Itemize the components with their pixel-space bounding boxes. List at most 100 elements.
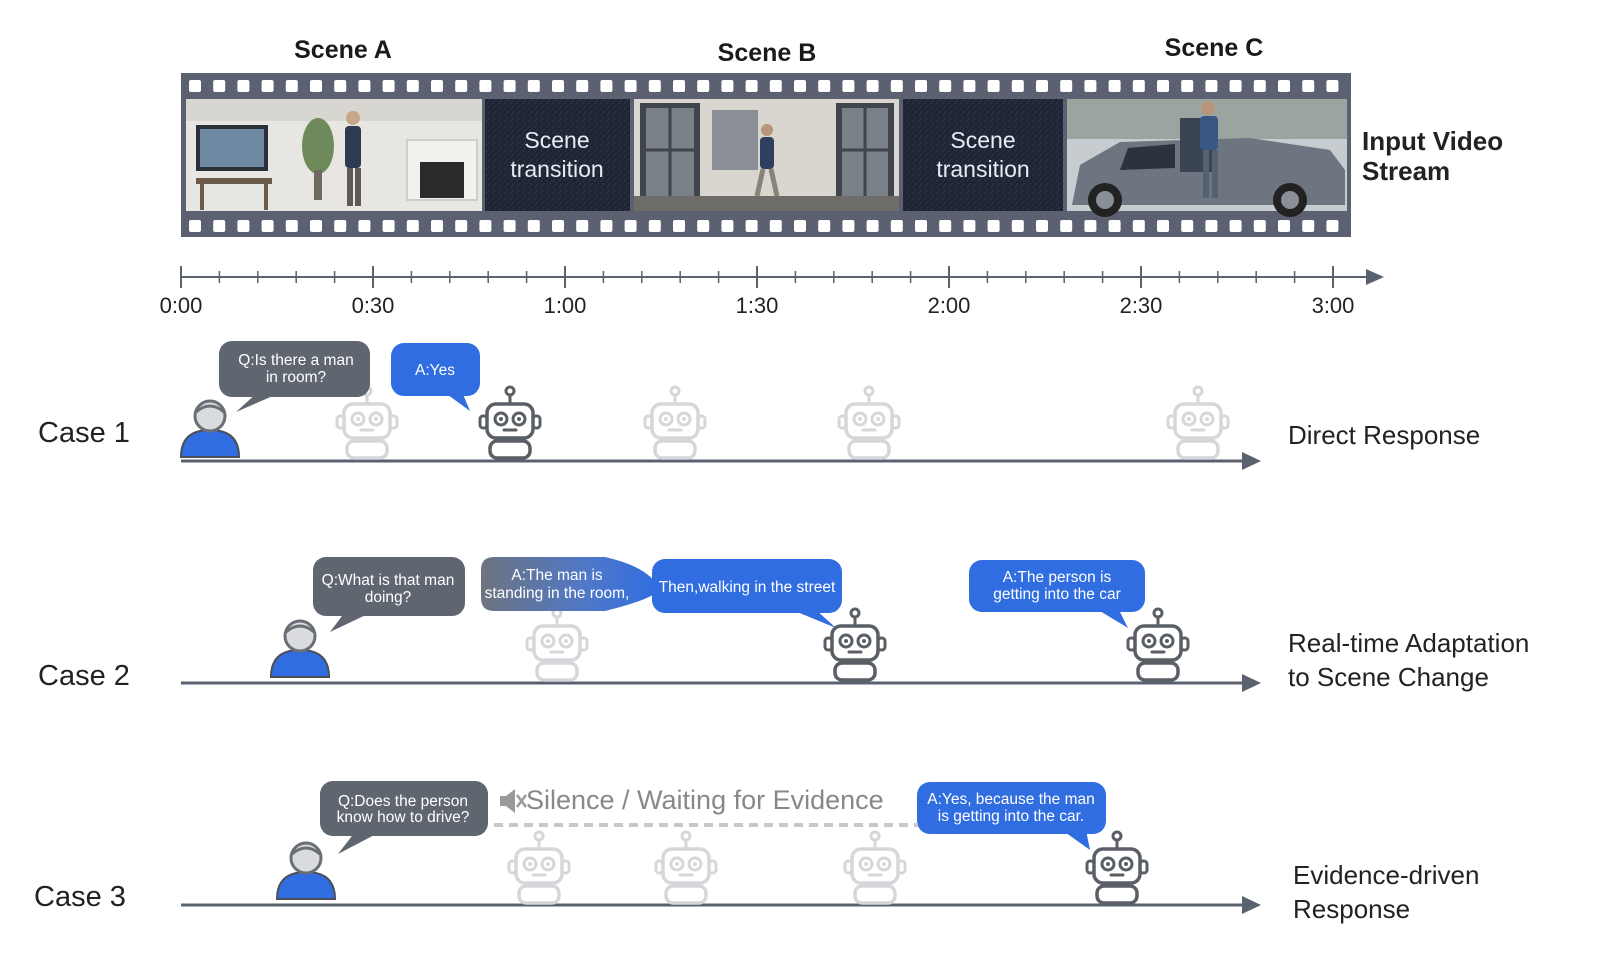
film-perforation — [237, 80, 250, 92]
film-perforation — [818, 220, 831, 232]
film-perforation — [261, 220, 274, 232]
film-perforation — [1205, 220, 1218, 232]
film-perforation — [189, 220, 201, 232]
transition-2-label-line2: transition — [936, 156, 1029, 182]
film-perforation — [842, 80, 855, 92]
film-perforation — [382, 220, 395, 232]
film-perforation — [842, 220, 855, 232]
film-perforation — [261, 80, 274, 92]
case-2-question-line2: doing? — [365, 589, 412, 606]
robot-icon — [823, 607, 887, 682]
case-1-question-bubble: Q:Is there a man in room? — [219, 341, 370, 412]
film-perforation — [794, 220, 806, 232]
film-perforation — [1229, 80, 1242, 92]
film-perforation — [769, 220, 782, 232]
film-perforation — [431, 80, 443, 92]
film-perforation — [406, 220, 419, 232]
transition-2-label-line1: Scene — [950, 127, 1015, 153]
film-perforation — [794, 80, 806, 92]
film-perforation — [576, 80, 589, 92]
transition-1-label-line2: transition — [510, 156, 603, 182]
case-2-question-bubble: Q:What is that man doing? — [313, 557, 465, 632]
scene-transition-2: Scene transition — [903, 99, 1063, 211]
case-2-question-line1: Q:What is that man — [322, 572, 455, 589]
film-perforation — [189, 80, 201, 92]
film-perforation — [987, 80, 1000, 92]
case-2-answer-3-line1: A:The person is — [1003, 569, 1112, 586]
film-perforation — [406, 80, 419, 92]
scene-b-title: Scene B — [718, 39, 817, 67]
case-3-answer-bubble: A:Yes, because the man is getting into t… — [917, 782, 1106, 850]
case-2-axis — [181, 674, 1261, 692]
film-perforation — [527, 80, 540, 92]
timeline-tick-label: 2:00 — [928, 293, 971, 318]
film-perforation — [866, 80, 879, 92]
film-perforation — [987, 220, 1000, 232]
timeline-tick-label: 1:30 — [736, 293, 779, 318]
transition-1-label-line1: Scene — [524, 127, 589, 153]
timeline-tick-label: 0:00 — [160, 293, 203, 318]
film-perforation — [1302, 80, 1315, 92]
scene-c-frame — [1067, 99, 1347, 217]
film-perforation — [697, 80, 710, 92]
film-perforation — [431, 220, 443, 232]
film-perforation — [1132, 80, 1145, 92]
robot-icon — [478, 385, 542, 460]
film-perforation — [939, 220, 952, 232]
film-perforation — [1011, 80, 1024, 92]
case-3-axis — [181, 896, 1261, 914]
film-perforation — [455, 220, 468, 232]
case-3-question-line2: know how to drive? — [337, 809, 470, 826]
robot-icon-faded — [1166, 385, 1230, 460]
film-perforation — [745, 220, 758, 232]
film-perforation — [697, 220, 710, 232]
film-perforation — [1060, 220, 1073, 232]
robot-icon-faded — [837, 385, 901, 460]
robot-icon-faded — [654, 830, 718, 905]
case-2-answer-bubble-2: Then,walking in the street — [652, 559, 842, 628]
film-perforations — [189, 80, 1339, 232]
film-perforation — [479, 80, 492, 92]
case-3-question-line1: Q:Does the person — [338, 793, 468, 810]
film-perforation — [479, 220, 492, 232]
robot-icon-faded — [643, 385, 707, 460]
film-perforation — [285, 220, 298, 232]
film-perforation — [1229, 220, 1242, 232]
film-perforation — [1181, 80, 1194, 92]
film-perforation — [1084, 220, 1097, 232]
case-3-answer-line2: is getting into the car. — [938, 808, 1084, 825]
film-perforation — [1181, 220, 1194, 232]
film-perforation — [1278, 80, 1290, 92]
robot-icon — [1085, 830, 1149, 905]
film-perforation — [1326, 80, 1339, 92]
timeline-tick-label: 3:00 — [1312, 293, 1355, 318]
film-perforation — [358, 220, 371, 232]
stream-label-line2: Stream — [1362, 156, 1450, 186]
film-perforation — [890, 220, 903, 232]
case-1-answer-bubble: A:Yes — [391, 343, 480, 411]
user-icon — [275, 841, 337, 900]
film-perforation — [673, 220, 685, 232]
robot-icon-faded — [843, 830, 907, 905]
film-perforation — [1036, 80, 1048, 92]
film-perforation — [358, 80, 371, 92]
case-2-name: Case 2 — [38, 660, 130, 692]
film-perforation — [1084, 80, 1097, 92]
film-perforation — [334, 80, 347, 92]
case-3-answer-line1: A:Yes, because the man — [927, 791, 1094, 808]
case-3-label-line2: Response — [1293, 894, 1410, 924]
film-perforation — [455, 80, 468, 92]
film-perforation — [213, 220, 226, 232]
timeline-tick-label: 0:30 — [352, 293, 395, 318]
film-perforation — [213, 80, 226, 92]
film-perforation — [890, 80, 903, 92]
film-perforation — [866, 220, 879, 232]
timeline-tick-label: 2:30 — [1120, 293, 1163, 318]
film-perforation — [600, 80, 613, 92]
film-perforation — [818, 80, 831, 92]
case-1-axis — [181, 452, 1261, 470]
case-2-answer-1-line2: standing in the room, — [485, 585, 630, 602]
film-perforation — [648, 80, 661, 92]
